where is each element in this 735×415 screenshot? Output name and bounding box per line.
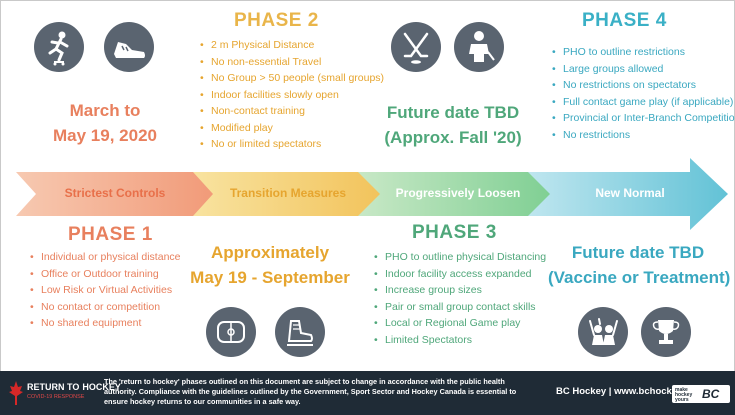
arrow-phase-4 xyxy=(528,158,728,230)
phase-3-date-line1: Future date TBD xyxy=(386,103,520,122)
phase-2-date: Approximately May 19 - September xyxy=(190,240,350,290)
bc-hockey-logo: BC xyxy=(702,387,720,401)
list-item: No restrictions xyxy=(552,127,735,144)
list-item: Indoor facilities slowly open xyxy=(200,87,384,104)
list-item: Modified play xyxy=(200,120,384,137)
running-shoe-icon xyxy=(104,22,154,72)
phase-4-date: Future date TBD (Vaccine or Treatment) xyxy=(548,240,731,290)
arrow-phase-1 xyxy=(16,172,215,216)
list-item: Local or Regional Game play xyxy=(374,315,546,332)
list-item: No non-essential Travel xyxy=(200,54,384,71)
list-item: Limited Spectators xyxy=(374,332,546,349)
list-item: Individual or physical distance xyxy=(30,249,181,266)
phase-1-title: PHASE 1 xyxy=(68,224,153,245)
list-item: PHO to outline physical Distancing xyxy=(374,249,546,266)
footer-website-link[interactable]: BC Hockey | www.bchockey.net xyxy=(556,386,699,397)
list-item: Office or Outdoor training xyxy=(30,266,181,283)
list-item: Pair or small group contact skills xyxy=(374,299,546,316)
arrow-label-phase-4: New Normal xyxy=(595,186,665,200)
list-item: Low Risk or Virtual Activities xyxy=(30,282,181,299)
phase-4-bullets: PHO to outline restrictions Large groups… xyxy=(552,44,735,143)
inline-skater-icon xyxy=(34,22,84,72)
list-item: No restrictions on spectators xyxy=(552,77,735,94)
list-item: Indoor facility access expanded xyxy=(374,266,546,283)
phase-4-date-line1: Future date TBD xyxy=(571,243,705,262)
list-item: Increase group sizes xyxy=(374,282,546,299)
phase-2-title: PHASE 2 xyxy=(234,10,319,31)
sponsor-logos: make hockey yours BC xyxy=(672,385,730,403)
phase-2-date-line2: May 19 - September xyxy=(190,268,350,287)
phase-4-date-line2: (Vaccine or Treatment) xyxy=(548,268,731,287)
arrow-label-phase-1: Strictest Controls xyxy=(64,186,166,200)
ice-skate-icon xyxy=(275,307,325,357)
hockey-rink-icon xyxy=(206,307,256,357)
phase-3-title: PHASE 3 xyxy=(412,222,497,243)
list-item: Full contact game play (if applicable) xyxy=(552,94,735,111)
list-item: No shared equipment xyxy=(30,315,181,332)
logo-text-return: RETURN TO xyxy=(27,382,80,392)
maple-leaf-icon xyxy=(9,381,23,405)
list-item: PHO to outline restrictions xyxy=(552,44,735,61)
phase-3-bullets: PHO to outline physical Distancing Indoo… xyxy=(374,249,546,348)
celebrating-fans-icon xyxy=(578,307,628,357)
phase-2-bullets: 2 m Physical Distance No non-essential T… xyxy=(200,37,384,153)
footer-disclaimer: The 'return to hockey' phases outlined o… xyxy=(104,377,517,406)
make-hockey-yours-logo: make hockey yours xyxy=(675,387,693,403)
phase-1-date-line2: May 19, 2020 xyxy=(53,126,157,145)
arrow-phase-2 xyxy=(193,172,382,216)
phase-arrows xyxy=(16,158,728,230)
list-item: No Group > 50 people (small groups) xyxy=(200,70,384,87)
logo-subtitle: COVID-19 RESPONSE xyxy=(27,394,85,400)
phase-1-bullets: Individual or physical distance Office o… xyxy=(30,249,181,332)
phase-2-date-line1: Approximately xyxy=(210,243,330,262)
phase-1-date: March to May 19, 2020 xyxy=(40,98,170,148)
arrow-label-phase-3: Progressively Loosen xyxy=(395,186,521,200)
trophy-icon xyxy=(641,307,691,357)
goalie-icon xyxy=(454,22,504,72)
phase-3-date-line2: (Approx. Fall '20) xyxy=(384,128,522,147)
list-item: Non-contact training xyxy=(200,103,384,120)
logo-text-hockey: HOCKEY xyxy=(82,382,121,392)
arrow-label-phase-2: Transition Measures xyxy=(229,186,347,200)
phase-4-title: PHASE 4 xyxy=(582,10,667,31)
arrow-phase-3 xyxy=(358,172,552,216)
phase-1-date-line1: March to xyxy=(69,101,141,120)
list-item: No contact or competition xyxy=(30,299,181,316)
list-item: 2 m Physical Distance xyxy=(200,37,384,54)
list-item: Provincial or Inter-Branch Competition xyxy=(552,110,735,127)
list-item: No or limited spectators xyxy=(200,136,384,153)
crossed-hockey-sticks-icon xyxy=(391,22,441,72)
phase-3-date: Future date TBD (Approx. Fall '20) xyxy=(378,100,528,150)
list-item: Large groups allowed xyxy=(552,61,735,78)
